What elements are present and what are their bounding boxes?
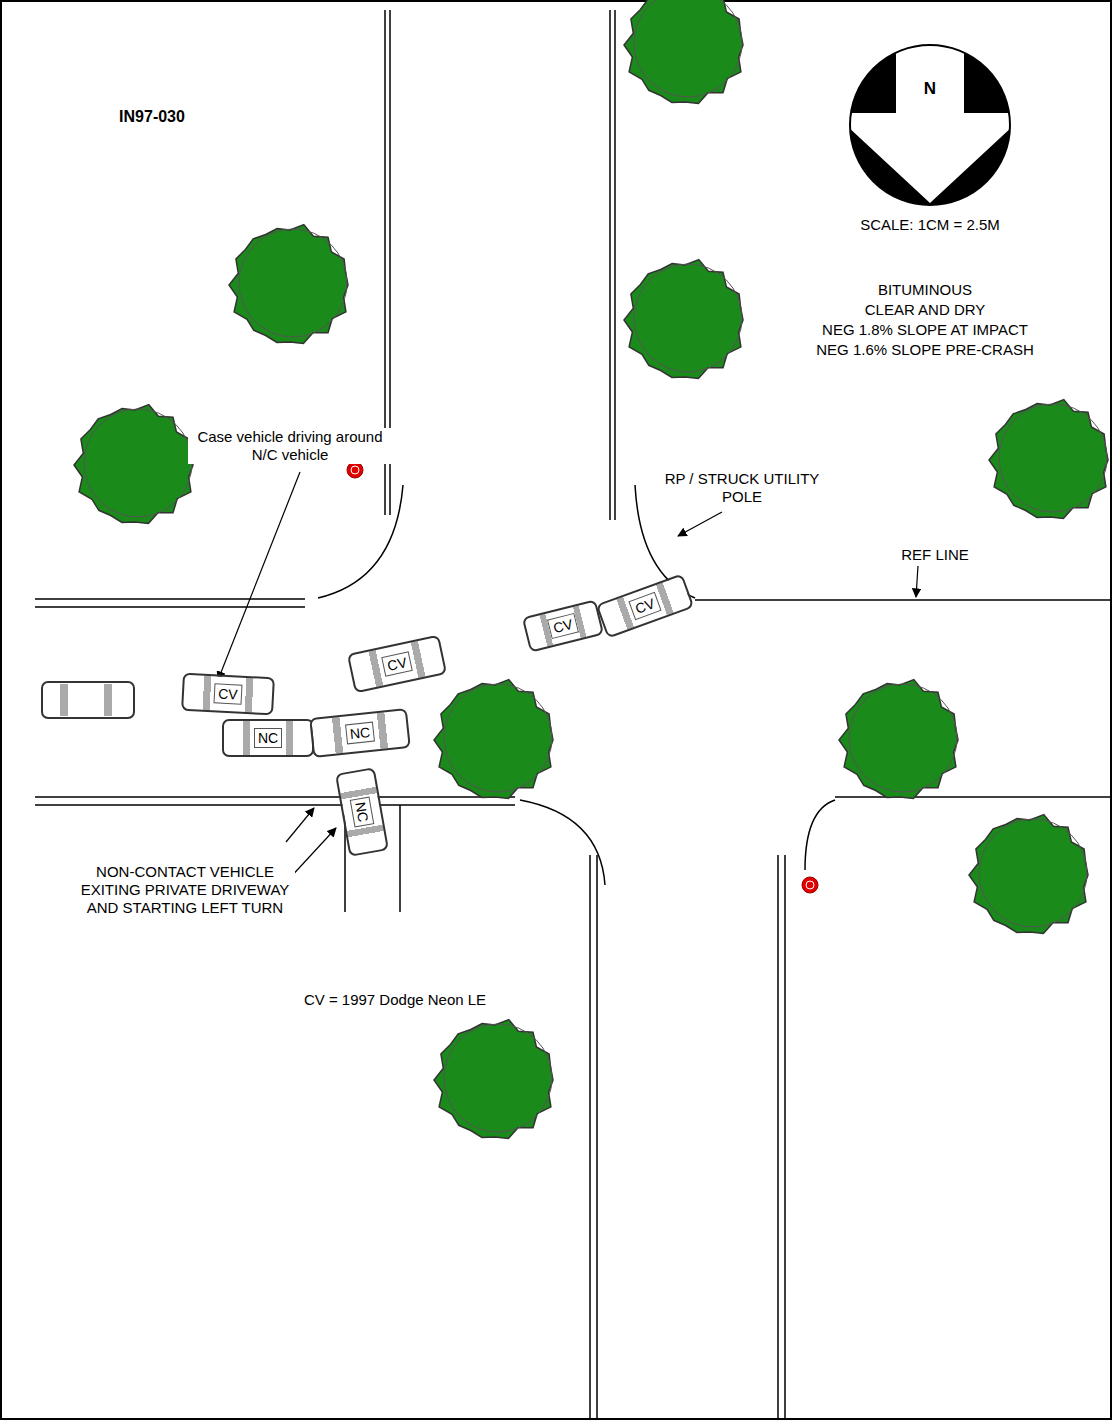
parked-car [42, 682, 134, 718]
tree-outline [84, 409, 192, 517]
callout-text: RP / STRUCK UTILITY POLE [655, 470, 829, 506]
vehicle-label: CV [547, 613, 578, 639]
vehicle-label: CV [214, 683, 242, 704]
tree-outline [444, 1024, 552, 1132]
tree [624, 260, 743, 379]
tree-outline [444, 684, 552, 792]
north-arrow: N [848, 43, 1012, 207]
vehicle: CV [596, 573, 695, 638]
vehicle: NC [335, 767, 389, 857]
callout-text: NON-CONTACT VEHICLE EXITING PRIVATE DRIV… [76, 863, 295, 917]
callout-text: REF LINE [899, 546, 971, 564]
vehicle: NC [222, 719, 314, 757]
trees [74, 0, 1108, 1139]
tree [434, 680, 553, 799]
scale-note: SCALE: 1CM = 2.5M [858, 216, 1002, 234]
tree-outline [979, 819, 1087, 927]
tree-outline [239, 229, 347, 337]
tree-outline [849, 684, 957, 792]
tree [434, 1020, 553, 1139]
tree [624, 0, 743, 104]
vehicle-key: CV = 1997 Dodge Neon LE [302, 991, 488, 1009]
leader-lines [218, 472, 918, 880]
vehicle-label: CV [381, 651, 412, 676]
tree [229, 225, 348, 344]
compass-symbol [848, 43, 1012, 207]
tree [74, 405, 193, 524]
tree-outline [634, 264, 742, 372]
tree-outline [999, 404, 1107, 512]
vehicle-label: NC [350, 796, 375, 827]
vehicle: NC [309, 708, 411, 758]
callout-text: Case vehicle driving around N/C vehicle [188, 428, 392, 464]
tree [969, 815, 1088, 934]
vehicle: CV [181, 673, 275, 716]
stop-signs [347, 462, 818, 893]
tree-outline [634, 0, 742, 97]
road-edges [35, 10, 1112, 1420]
condition-note: CLEAR AND DRY [863, 301, 988, 319]
vehicle-label: NC [345, 722, 375, 745]
vehicle-label: NC [254, 728, 282, 748]
vehicle: CV [347, 635, 447, 694]
slope-note: NEG 1.6% SLOPE PRE-CRASH [814, 341, 1036, 359]
tree [839, 680, 958, 799]
slope-note: NEG 1.8% SLOPE AT IMPACT [820, 321, 1030, 339]
tree [989, 400, 1108, 519]
vehicle-label: CV [629, 592, 662, 620]
north-letter: N [848, 79, 1012, 99]
surface-note: BITUMINOUS [876, 281, 974, 299]
vehicle: CV [522, 599, 604, 652]
case-number: IN97-030 [117, 108, 187, 126]
